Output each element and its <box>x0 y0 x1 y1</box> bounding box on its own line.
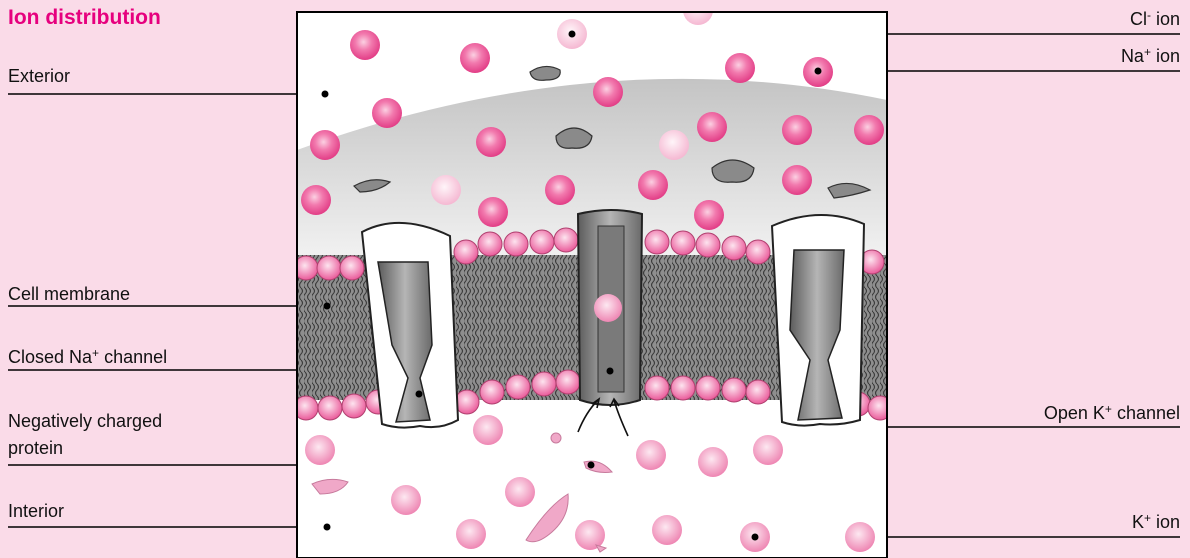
closed-na-channel-right <box>772 215 864 426</box>
label-open-k-channel: Open K+ channel <box>1044 402 1180 424</box>
label-k-ion: K+ ion <box>1132 511 1180 533</box>
diagram-title: Ion distribution <box>8 6 161 30</box>
label-interior: Interior <box>8 500 64 522</box>
label-negative-protein-line1: Negatively charged <box>8 410 162 432</box>
diagram-box <box>294 0 892 558</box>
label-cl-ion: Cl- ion <box>1130 8 1180 30</box>
label-na-ion: Na+ ion <box>1121 45 1180 67</box>
label-cell-membrane: Cell membrane <box>8 283 130 305</box>
label-exterior: Exterior <box>8 65 70 87</box>
label-closed-na-channel: Closed Na+ channel <box>8 346 167 368</box>
label-negative-protein-line2: protein <box>8 437 63 459</box>
